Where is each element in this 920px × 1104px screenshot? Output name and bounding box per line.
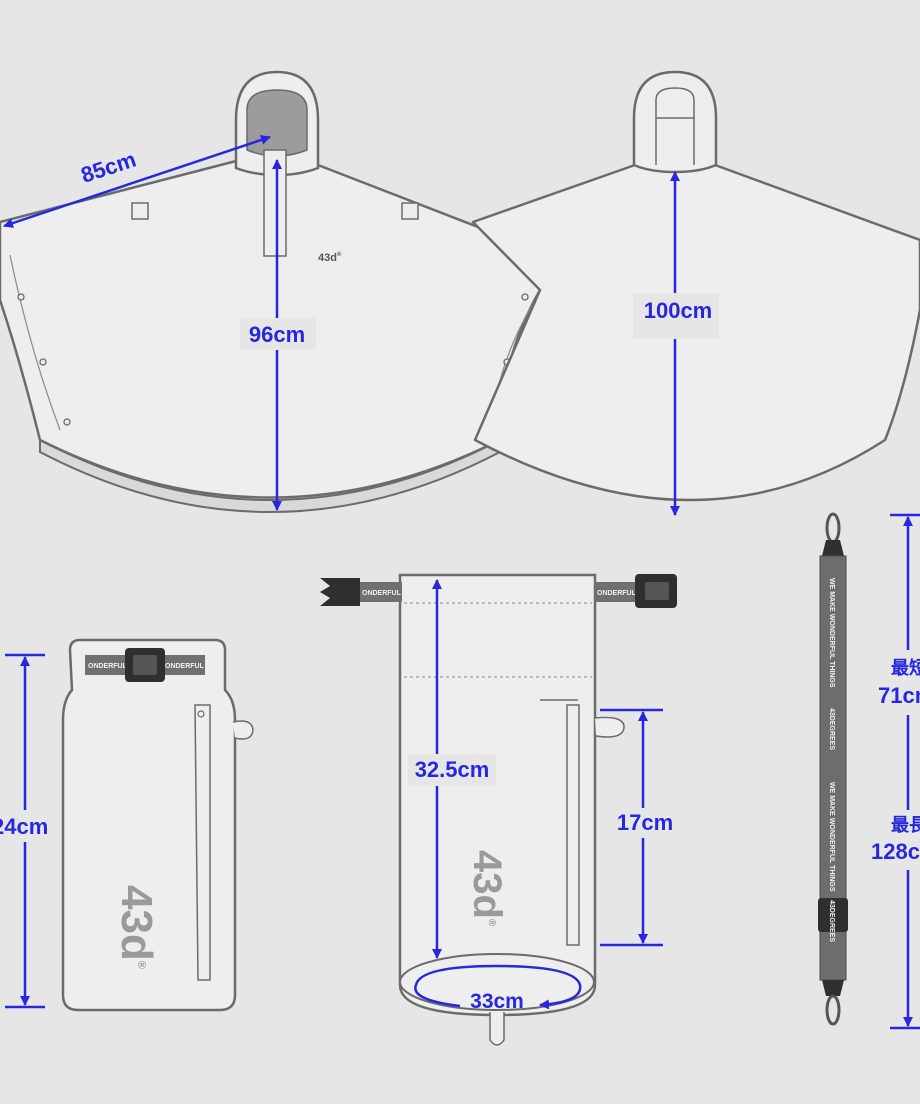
dim-label-17: 17cm	[617, 810, 673, 835]
strap-top-hook	[822, 540, 844, 556]
dim-label-strap-max-caption: 最長	[891, 815, 920, 835]
poncho-front: 43d®	[0, 70, 560, 513]
strap-text-1: WE MAKE WONDERFUL THINGS	[828, 578, 835, 688]
dim-label-100-bg	[633, 293, 719, 339]
dim-label-strap-min-caption: 最短	[891, 657, 920, 678]
dry-bag-open-strap-right-text: ONDERFUL.	[597, 590, 638, 597]
dry-bag-open-buckle-slot	[645, 582, 669, 600]
dim-label-strap-max-bg	[870, 810, 920, 870]
dry-bag-open-strap-left-text: ONDERFUL	[362, 590, 402, 597]
dry-bag-closed-logo: 43d®	[112, 885, 161, 969]
dry-bag-closed-zipper	[194, 704, 211, 981]
poncho-front-loop-right	[401, 202, 419, 220]
dim-label-96-bg	[240, 318, 316, 350]
dry-bag-open-buckle-male	[320, 578, 360, 606]
strap-text-4: 43DEGREES	[828, 900, 835, 942]
dry-bag-open-logo: 43d®	[465, 850, 509, 927]
strap-bottom-ring	[825, 994, 841, 1026]
dry-bag-closed-zipper-pull	[197, 710, 205, 718]
strap-bottom-hook	[822, 980, 844, 996]
poncho-back-hood	[632, 70, 718, 174]
poncho-front-hood-opening	[246, 89, 308, 157]
dim-line-85	[3, 135, 271, 228]
dim-label-17-bg	[612, 808, 676, 838]
strap-text-3: WE MAKE WONDERFUL THINGS	[828, 782, 835, 892]
dim-label-96: 96cm	[249, 322, 305, 347]
dry-bag-closed-strap-right-text: ONDERFUL	[165, 663, 205, 670]
strap-slider	[818, 898, 848, 932]
strap-top-ring	[825, 512, 841, 544]
dry-bag-closed: ONDERFUL ONDERFUL 43d®	[61, 638, 254, 1012]
dry-bag-open-bottom-tab	[489, 1012, 505, 1046]
dim-label-85: 85cm	[78, 147, 139, 188]
poncho-front-logo: 43d®	[318, 251, 342, 264]
poncho-back	[471, 70, 920, 502]
dry-bag-open-zipper	[566, 704, 580, 946]
poncho-front-loop-left	[131, 202, 149, 220]
dry-bag-open-strap-left	[360, 582, 402, 602]
dim-label-strap-min-value: 71cm	[878, 683, 920, 708]
strap-text-2: 43DEGREES	[828, 708, 835, 750]
dry-bag-open-side-loop	[594, 716, 625, 738]
dry-bag-closed-body	[61, 638, 237, 1012]
shoulder-strap: WE MAKE WONDERFUL THINGS 43DEGREES WE MA…	[818, 512, 848, 1026]
dim-label-24: 24cm	[0, 814, 48, 839]
dry-bag-open-strap-right	[595, 582, 635, 602]
dim-label-33: 33cm	[470, 990, 524, 1013]
dim-label-24-bg	[0, 810, 58, 842]
dry-bag-closed-side-loop	[232, 720, 254, 740]
dim-ellipse-33	[414, 964, 582, 1010]
dim-label-325-bg	[408, 754, 496, 786]
dry-bag-open-body	[398, 573, 597, 1017]
dim-label-strap-max-value: 128cm	[871, 839, 920, 864]
dim-label-100: 100cm	[644, 298, 713, 323]
poncho-back-hood-seam	[655, 87, 695, 165]
poncho-front-placket	[263, 149, 287, 257]
dry-bag-closed-strap-left-text: ONDERFUL	[88, 663, 128, 670]
dim-label-325: 32.5cm	[415, 757, 490, 782]
dry-bag-closed-buckle-slot	[133, 655, 157, 675]
dimension-labels: 85cm 96cm 100cm 24cm 32.5cm 17cm 33cm 最短…	[0, 147, 920, 1013]
dim-label-strap-min-bg	[885, 650, 920, 715]
